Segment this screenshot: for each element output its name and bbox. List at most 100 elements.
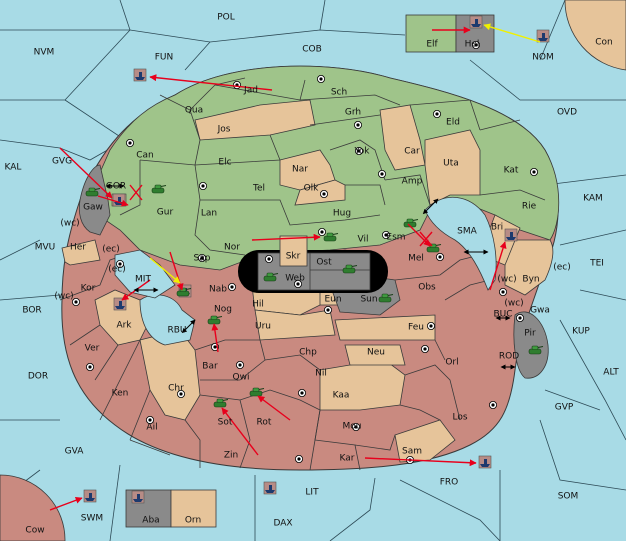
label-ail: Ail (146, 423, 157, 433)
order-arrow-icon (97, 195, 129, 207)
province-olk[interactable] (294, 179, 346, 206)
label-kor: Kor (81, 284, 96, 294)
label-jad: Jad (243, 86, 258, 96)
ship-icon (113, 297, 127, 311)
label-car: Car (404, 147, 420, 157)
supply-center-icon (235, 360, 245, 370)
label-rie: Rie (522, 202, 537, 212)
label-chp: Chp (299, 348, 317, 358)
province-neu[interactable] (344, 344, 406, 366)
supply-center-icon (377, 169, 387, 179)
label-som: SOM (558, 492, 579, 502)
label-hil: Hil (252, 300, 264, 310)
ship-icon (133, 68, 147, 82)
label-ec3: (ec) (553, 263, 571, 273)
order-arrows (49, 26, 507, 511)
label-jos: Jos (217, 125, 231, 135)
province-uta[interactable] (424, 129, 481, 206)
label-swm: SWM (81, 514, 103, 524)
sea-mit[interactable] (114, 249, 176, 299)
order-arrow-icon (49, 496, 83, 511)
supply-center-icon (317, 227, 327, 237)
label-feu: Feu (408, 323, 424, 333)
province-elf[interactable] (405, 14, 457, 53)
label-esm: Esm (386, 233, 405, 243)
supply-center-icon (316, 74, 326, 84)
order-arrow-icon (419, 231, 433, 247)
province-ark[interactable] (94, 289, 151, 346)
province-pir[interactable] (513, 311, 549, 379)
label-ark: Ark (116, 321, 132, 331)
label-dor: DOR (28, 372, 48, 382)
label-tei: TEI (589, 259, 604, 269)
label-ost: Ost (316, 258, 332, 268)
label-qwi: Qwi (233, 373, 250, 383)
province-byn[interactable] (504, 239, 554, 296)
province-orn[interactable] (170, 489, 217, 528)
label-neu: Neu (367, 348, 385, 358)
province-skr[interactable] (279, 235, 308, 267)
label-byn: Byn (522, 275, 539, 285)
order-arrow-icon (489, 241, 507, 291)
label-cow: Cow (25, 526, 44, 536)
label-mou: Mou (343, 422, 362, 432)
label-eun: Eun (324, 295, 341, 305)
supply-center-icon (498, 287, 508, 297)
label-amp: Amp (402, 177, 423, 187)
province-uru[interactable] (254, 309, 336, 341)
supply-center-icon (515, 313, 525, 323)
green-province-borders (119, 77, 546, 256)
label-sun: Sun (360, 295, 377, 305)
label-wc3: (wc) (54, 292, 73, 302)
convoy-links (105, 183, 516, 370)
red-province-borders (59, 249, 491, 471)
label-skr: Skr (286, 252, 301, 262)
label-lit: LIT (305, 488, 319, 498)
order-arrow-icon (407, 223, 431, 247)
label-nvm: NVM (34, 48, 55, 58)
label-vil: Vil (358, 235, 369, 245)
order-arrow-icon (169, 251, 184, 291)
province-cow[interactable] (0, 474, 66, 541)
label-gur: Gur (157, 208, 174, 218)
province-kaa[interactable] (319, 359, 406, 411)
label-bri: Bri (491, 223, 503, 233)
supply-center-icon (426, 321, 436, 331)
label-sch: Sch (331, 88, 347, 98)
supply-center-icon (432, 109, 442, 119)
supply-center-icon (264, 254, 274, 264)
label-can: Can (136, 151, 154, 161)
province-labels: POL NVM FUN COB NOM Con Elf Hel Jad Sch … (5, 13, 620, 536)
label-orn: Orn (185, 516, 201, 526)
label-hug: Hug (333, 209, 351, 219)
label-lan: Lan (201, 209, 217, 219)
sea-sma[interactable] (424, 196, 497, 291)
label-mit: MIT (135, 275, 151, 285)
label-con: Con (595, 38, 613, 48)
label-cob: COB (302, 45, 322, 55)
order-arrow-icon (251, 233, 321, 241)
label-uru: Uru (255, 322, 271, 332)
label-alt: ALT (603, 368, 619, 378)
province-sam[interactable] (394, 419, 456, 463)
label-nab: Nab (209, 285, 227, 295)
label-rbu: RBU (167, 326, 186, 336)
label-sot: Sot (218, 418, 233, 428)
order-arrow-icon (364, 457, 477, 467)
order-arrow-icon (257, 395, 291, 421)
province-her[interactable] (61, 239, 101, 266)
label-qua: Qua (185, 106, 203, 116)
province-con[interactable] (564, 0, 626, 71)
label-mel: Mel (408, 254, 424, 264)
label-nog: Nog (214, 305, 232, 315)
ship-icon (478, 455, 492, 469)
label-gwa: Gwa (530, 306, 550, 316)
label-ken: Ken (112, 389, 129, 399)
order-arrow-icon (221, 407, 259, 456)
label-buc: BUC (493, 310, 512, 320)
label-obs: Obs (418, 283, 436, 293)
label-kup: KUP (572, 327, 590, 337)
province-gaw[interactable] (78, 164, 111, 236)
order-arrow-icon (59, 147, 113, 199)
